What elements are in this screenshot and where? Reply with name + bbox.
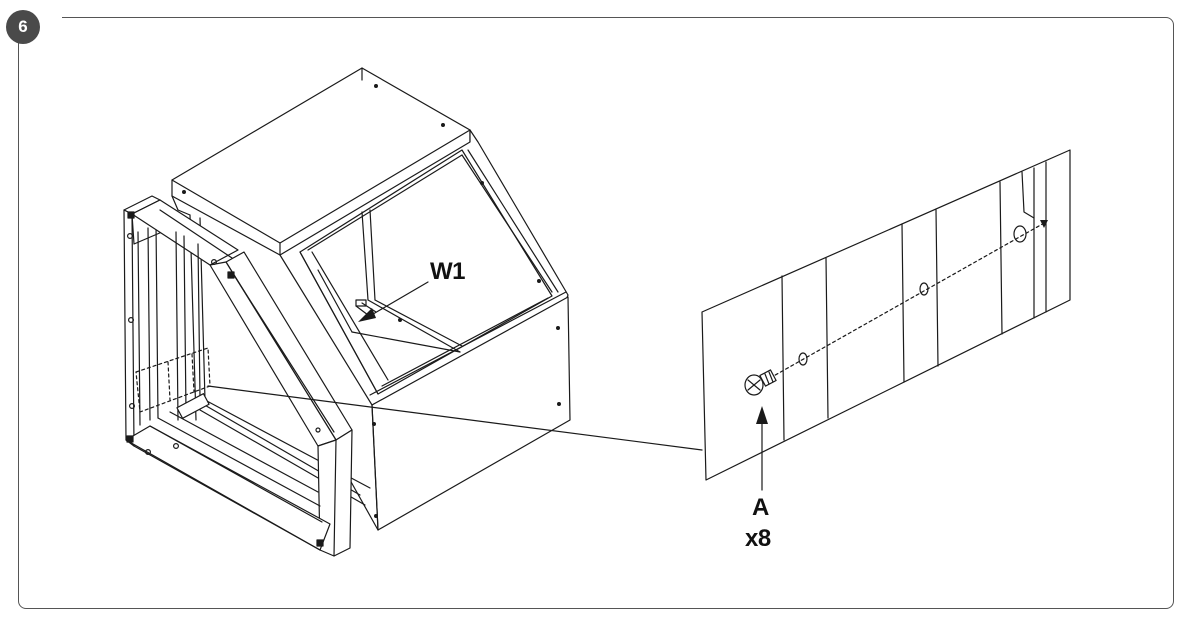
- screw-insertion-path: [769, 221, 1047, 379]
- screw-a: [744, 369, 777, 396]
- frame-bottom-rail: [125, 425, 331, 551]
- screw-hole: [798, 352, 808, 366]
- w1-pointer-arrow: [358, 281, 429, 322]
- step-number-badge: 6: [6, 10, 40, 44]
- callout-leader-top: [207, 385, 703, 451]
- front-frame: [123, 195, 353, 557]
- zoom-panel-outline: [701, 149, 1071, 481]
- part-a-pointer-arrow: [756, 406, 768, 491]
- zoom-detail-panel: [701, 149, 1071, 491]
- label-quantity: x8: [745, 525, 771, 552]
- label-w1: W1: [430, 258, 466, 285]
- label-part-a: A: [752, 494, 769, 521]
- screw-hole: [1013, 225, 1027, 243]
- cabinet-housing: [171, 67, 571, 531]
- step-panel: [18, 17, 1174, 609]
